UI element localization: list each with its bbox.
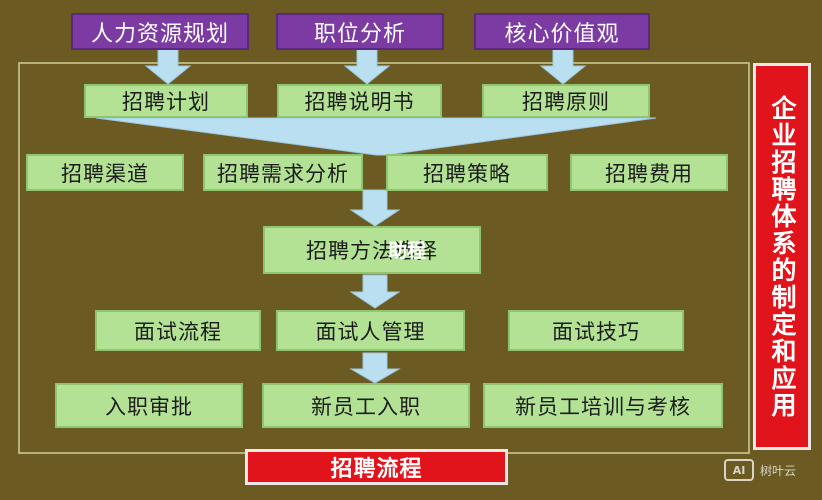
recruitment-principle-label: 招聘原则 [522,90,610,114]
recruitment-process-title-text: 招聘流程 [330,457,423,482]
recruitment-demand-box: 招聘需求分析 [203,154,363,191]
onboarding-approval-label: 入职审批 [105,394,193,419]
watermark-logo-text: AI [732,463,746,477]
arrow-to-onboarding [349,352,401,384]
arrow-to-method [349,189,401,227]
watermark-text: 树叶云 [760,463,797,478]
position-analysis-box: 职位分析 [276,13,444,50]
new-employee-onboarding-label: 新员工入职 [311,394,421,419]
new-employee-onboarding-box: 新员工入职 [262,383,470,428]
recruitment-strategy-box: 招聘策略 [386,154,548,191]
recruitment-demand-label: 招聘需求分析 [217,161,349,186]
recruitment-strategy-label: 招聘策略 [423,161,511,186]
interviewer-management-label: 面试人管理 [315,319,426,344]
interview-process-box: 面试流程 [95,310,261,351]
core-values-box: 核心价值观 [474,13,650,50]
hr-planning-box: 人力资源规划 [71,13,249,50]
recruitment-process-title: 招聘流程 [245,449,508,485]
hr-planning-label: 人力资源规划 [90,21,229,47]
position-analysis-label: 职位分析 [313,21,406,47]
funnel-arrow [95,117,657,156]
side-title-text: 企业招聘体系的制定和应用 [768,94,797,419]
recruitment-plan-label: 招聘计划 [122,90,210,114]
recruitment-method-label: 招聘方法选择 [306,239,438,263]
overlay-text: 助程 [388,240,427,262]
arrow-hr-to-plan [144,47,192,85]
recruitment-channel-box: 招聘渠道 [26,154,184,191]
arrow-values-to-principle [539,47,587,85]
recruitment-channel-label: 招聘渠道 [61,161,149,186]
interview-process-label: 面试流程 [134,319,222,344]
watermark: AI 树叶云 [724,455,814,485]
training-assessment-label: 新员工培训与考核 [515,394,691,419]
recruitment-principle-box: 招聘原则 [482,84,650,118]
recruitment-cost-label: 招聘费用 [605,161,693,186]
recruitment-plan-box: 招聘计划 [84,84,248,118]
recruitment-description-label: 招聘说明书 [304,90,415,114]
interview-skills-label: 面试技巧 [552,319,640,344]
arrow-to-interview [349,274,401,309]
recruitment-method-box: 招聘方法选择 [263,226,481,274]
interviewer-management-box: 面试人管理 [276,310,465,351]
onboarding-approval-box: 入职审批 [55,383,243,428]
side-title-box: 企业招聘体系的制定和应用 [753,63,811,450]
recruitment-description-box: 招聘说明书 [277,84,442,118]
recruitment-cost-box: 招聘费用 [570,154,728,191]
arrow-position-to-description [343,47,391,85]
training-assessment-box: 新员工培训与考核 [483,383,723,428]
watermark-logo-icon: AI [724,459,754,481]
interview-skills-box: 面试技巧 [508,310,684,351]
core-values-label: 核心价值观 [504,21,620,47]
